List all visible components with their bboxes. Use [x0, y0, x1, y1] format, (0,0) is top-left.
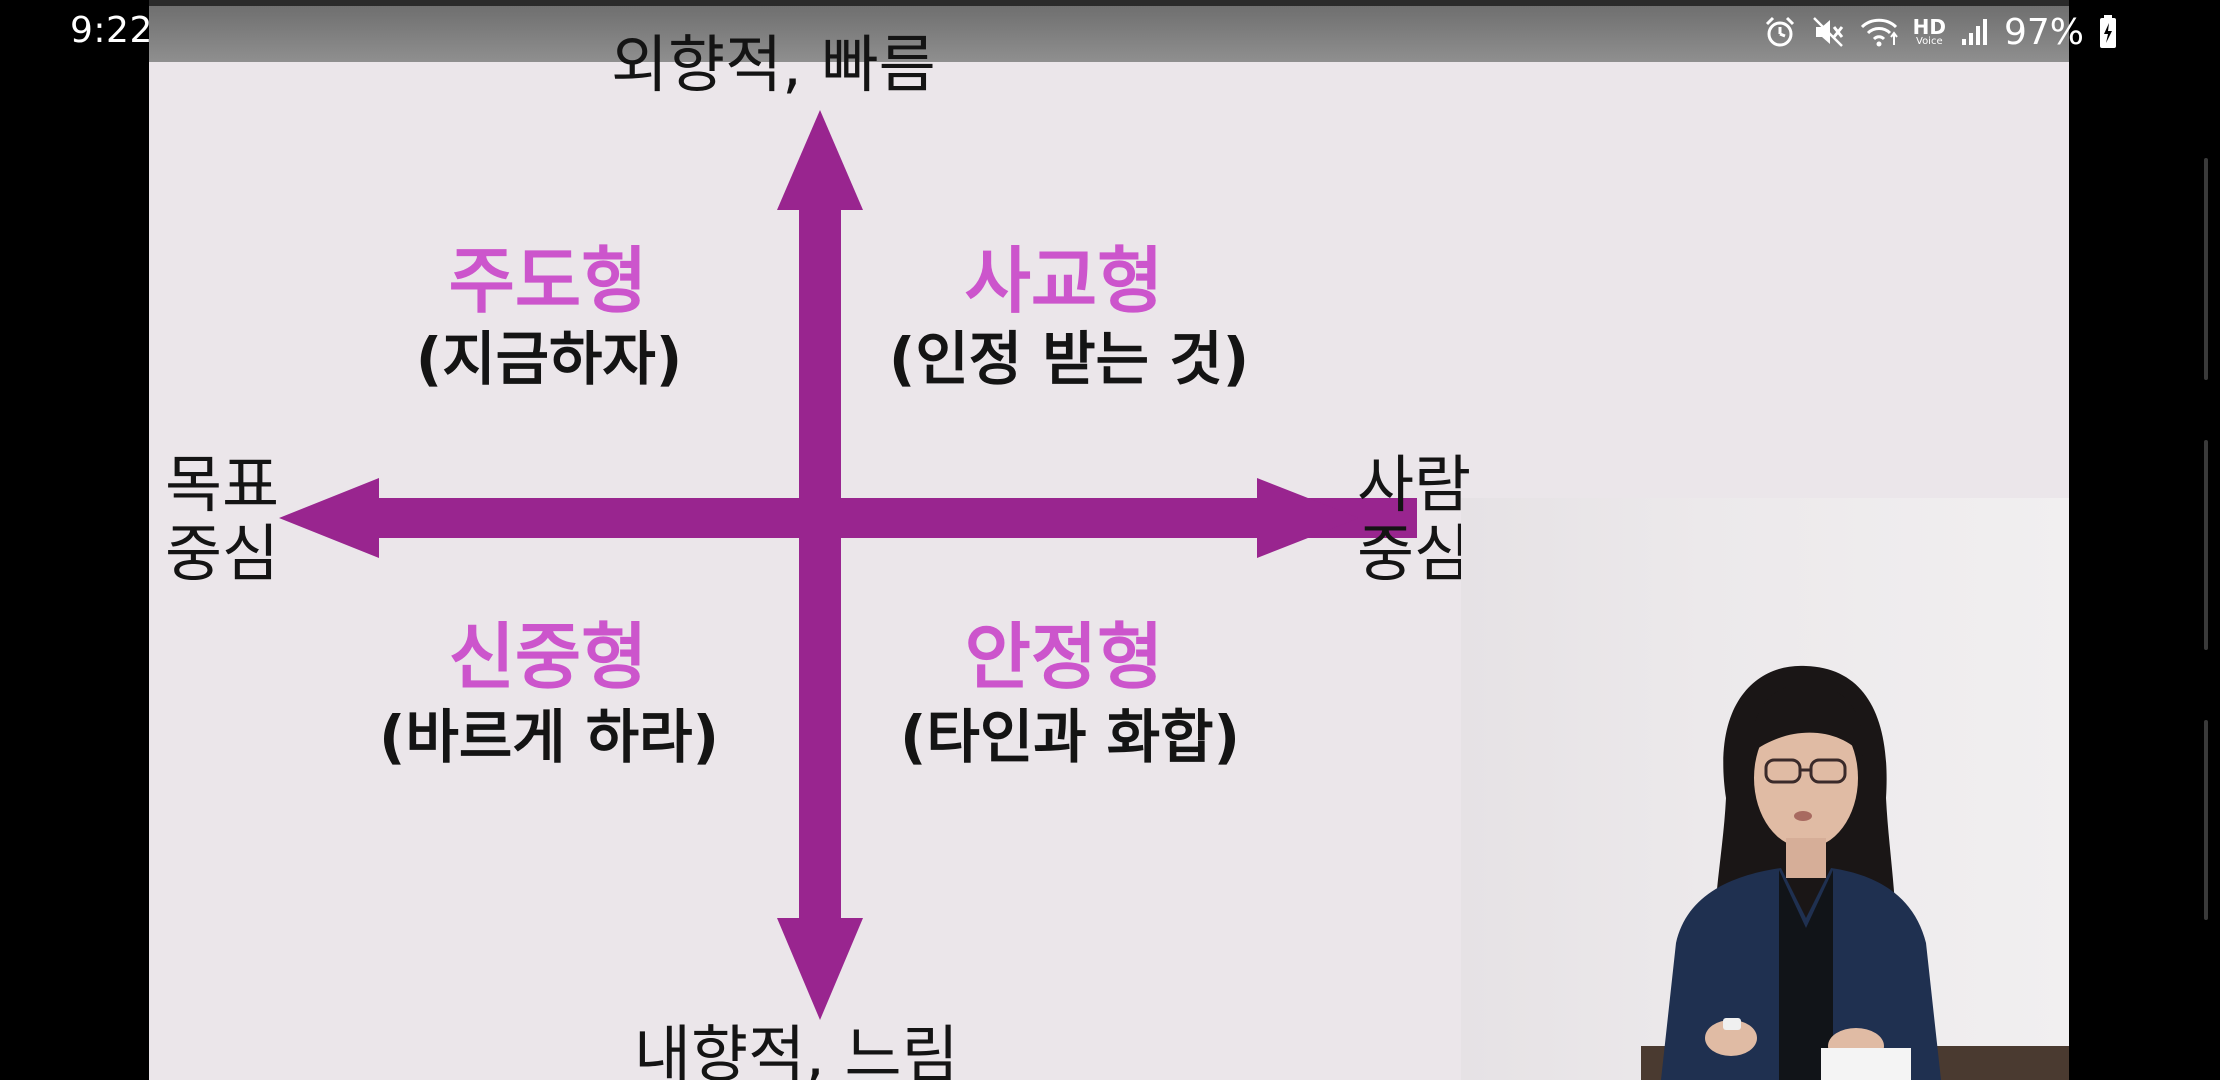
battery-charging-icon: [2098, 14, 2118, 50]
quadrant-subtitle-dominance: (지금하자): [415, 325, 683, 393]
hd-voice-icon: HD Voice: [1913, 17, 1946, 47]
quadrant-title-influence: 사교형: [964, 239, 1164, 323]
wifi-icon: [1859, 15, 1899, 49]
voice-label: Voice: [1916, 36, 1943, 47]
presenter-face: [1754, 708, 1858, 848]
status-bar: 9:22: [0, 0, 2220, 64]
edge-panel-handle-middle[interactable]: [2204, 440, 2208, 650]
horizontal-axis-shaft: [377, 498, 1417, 538]
vertical-axis-shaft: [799, 205, 841, 925]
quadrant-title-conscientiousness: 신중형: [448, 615, 648, 699]
up-arrowhead: [777, 110, 863, 210]
quadrant-subtitle-conscientiousness: (바르게 하라): [378, 703, 719, 771]
right-axis-label: 사람 중심: [1357, 450, 1471, 589]
quadrant-title-dominance: 주도형: [448, 239, 648, 323]
alarm-icon: [1763, 15, 1797, 49]
quadrant-subtitle-influence: (인정 받는 것): [888, 325, 1250, 393]
bottom-axis-label: 내향적, 느림: [634, 1018, 959, 1080]
down-arrowhead: [777, 918, 863, 1020]
left-axis-label-line2: 중심: [165, 517, 280, 591]
signal-icon: [1960, 17, 1990, 47]
right-arrowhead: [1257, 478, 1359, 558]
left-arrowhead: [279, 478, 379, 558]
right-axis-label-line2: 중심: [1357, 517, 1472, 591]
hd-label: HD: [1912, 15, 1946, 39]
quadrant-axes: [279, 110, 1417, 1020]
left-axis-label: 목표 중심: [165, 450, 279, 589]
edge-panel-handle-bottom[interactable]: [2204, 720, 2208, 920]
video-top-shade: [149, 0, 2069, 62]
presenter-figure: [1641, 665, 2069, 1080]
mute-icon: [1811, 15, 1845, 49]
edge-panel-handle-top[interactable]: [2204, 158, 2208, 380]
presenter-video-inset: [1461, 498, 2069, 1080]
top-axis-label: 외향적, 빠름: [611, 28, 936, 101]
right-axis-label-line1: 사람: [1357, 448, 1472, 521]
left-axis-label-line1: 목표: [165, 448, 280, 521]
quadrant-subtitle-steadiness: (타인과 화합): [899, 703, 1240, 771]
status-icons: HD Voice 97%: [1763, 10, 2118, 54]
battery-percent: 97%: [2003, 11, 2084, 53]
quadrant-title-steadiness: 안정형: [964, 615, 1164, 699]
status-time: 9:22: [70, 10, 153, 51]
video-player[interactable]: 외향적, 빠름 내향적, 느림 목표 중심 사람 중심 주도형 (지금하자) 사…: [149, 0, 2069, 1080]
